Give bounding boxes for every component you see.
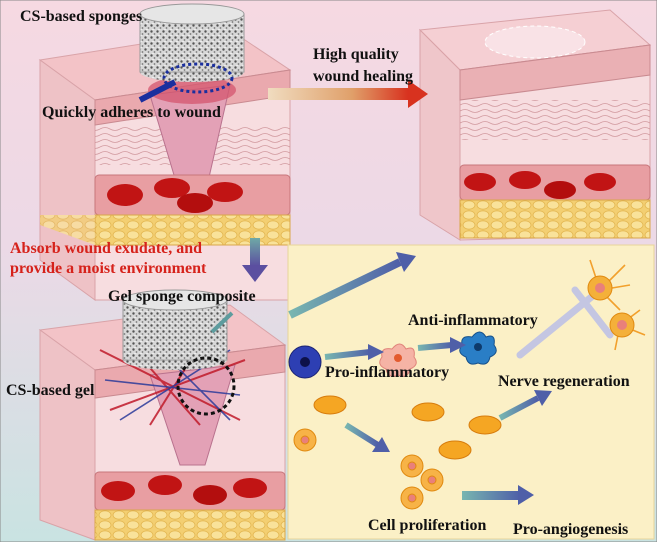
proliferating-cells [293, 428, 444, 510]
arrow-proliferation [344, 422, 390, 452]
label-cs-sponges: CS-based sponges [20, 8, 143, 25]
label-high-quality-2: wound healing [313, 68, 414, 85]
macrophage-cells [288, 331, 497, 379]
adherence-circle [162, 62, 234, 94]
label-gel-sponge: Gel sponge composite [108, 288, 256, 305]
label-cs-gel: CS-based gel [6, 382, 95, 399]
arrow-down-absorb [242, 238, 268, 282]
arrow-nerve [498, 390, 552, 421]
nerve-cells [516, 259, 646, 359]
arrow-pro-inflam [324, 344, 384, 360]
fibroblast-cells [313, 395, 502, 460]
skin-block-gel [38, 289, 287, 541]
label-high-quality-1: High quality [313, 46, 399, 63]
arrow-angiogenesis [462, 485, 534, 505]
label-absorb-2: provide a moist environment [10, 260, 207, 277]
skin-block-healed [418, 9, 652, 241]
skin-block-sponge [38, 3, 292, 301]
arrow-composite-pointer [210, 311, 234, 334]
gel-highlight-circle [176, 356, 236, 416]
label-pro-inflammatory: Pro-inflammatory [325, 364, 450, 381]
label-adheres: Quickly adheres to wound [42, 104, 221, 121]
label-cell-proliferation: Cell proliferation [368, 517, 487, 534]
arrow-anti-inflam [417, 337, 466, 353]
label-nerve-regeneration: Nerve regeneration [498, 373, 630, 390]
label-pro-angiogenesis: Pro-angiogenesis [513, 521, 629, 538]
label-absorb-1: Absorb wound exudate, and [10, 240, 203, 257]
label-anti-inflammatory: Anti-inflammatory [408, 312, 538, 329]
arrow-to-healed [288, 252, 416, 319]
arrow-high-quality [268, 80, 428, 108]
